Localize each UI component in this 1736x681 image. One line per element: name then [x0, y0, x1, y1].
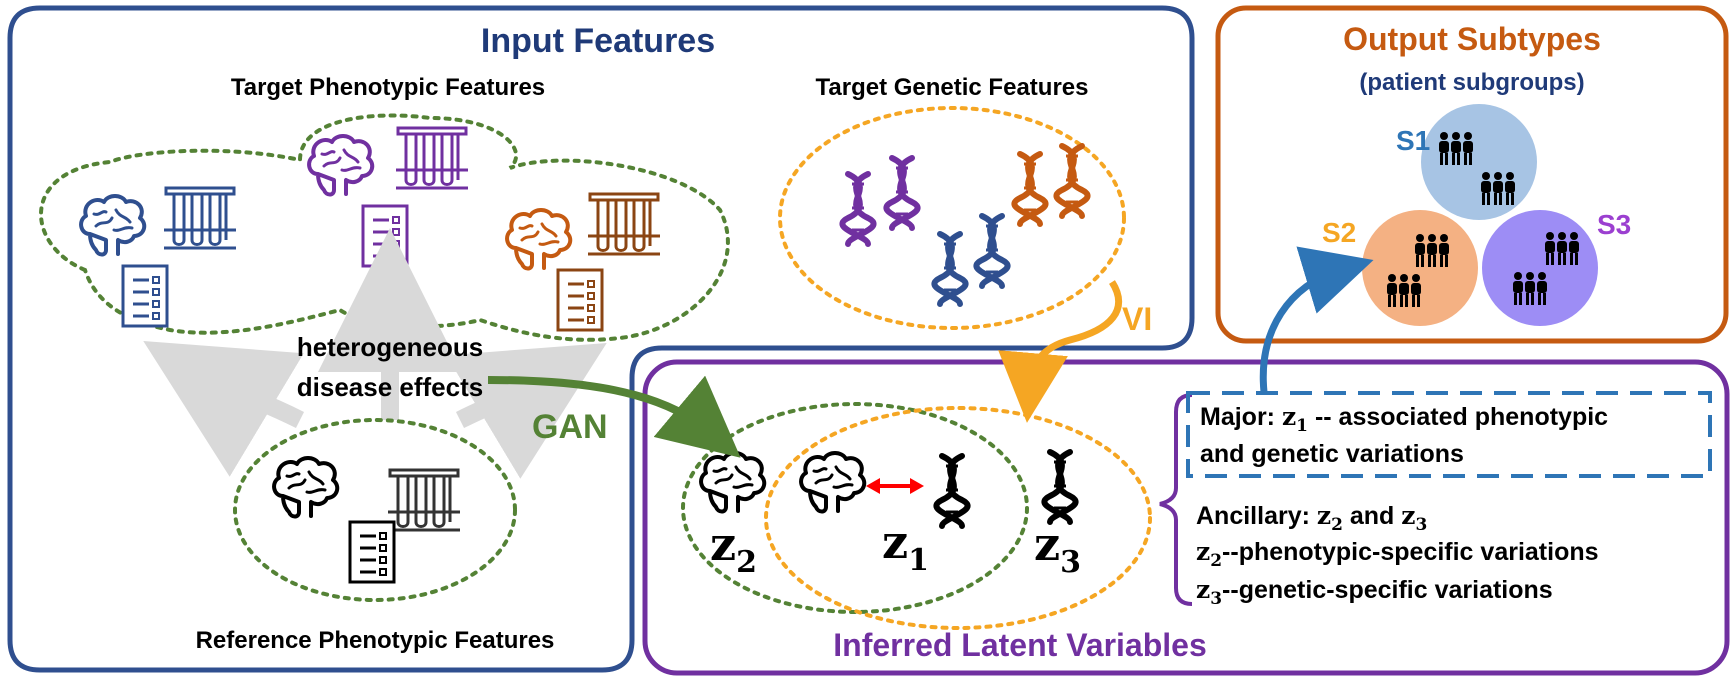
legend-brace: [1159, 393, 1193, 606]
subtype-s1-label: S1: [1396, 125, 1430, 156]
subtype-s3-circle: [1482, 210, 1598, 326]
vi-arrow: [998, 280, 1123, 423]
effects-label-line2: disease effects: [297, 372, 483, 402]
brain-icon: [799, 451, 867, 514]
effects-label-line1: heterogeneous: [297, 332, 483, 362]
phenotypic-latent-ellipse: [681, 402, 1029, 614]
reference-phenotypic-ellipse: [233, 418, 517, 602]
output-subtypes-panel: Output Subtypes (patient subgroups) S1 S…: [1215, 5, 1729, 344]
dna-icon: [1056, 146, 1087, 216]
ancillary-line: Ancillary: z2 and z3: [1196, 501, 1427, 535]
test-tubes-icon: [386, 468, 462, 532]
subtype-s3-label: S3: [1597, 209, 1631, 240]
brain-icon: [699, 451, 767, 514]
major-line1: Major: z1 -- associated phenotypic: [1200, 402, 1608, 436]
z3-label: z3: [1034, 517, 1081, 580]
brain-icon: [307, 134, 375, 197]
checklist-icon: [348, 520, 396, 584]
brain-icon: [79, 194, 147, 257]
genetic-latent-ellipse: [764, 406, 1152, 630]
test-tubes-icon: [586, 192, 662, 256]
dna-icon: [842, 174, 873, 244]
brain-icon: [505, 208, 573, 271]
major-line2: and genetic variations: [1200, 440, 1464, 468]
latent-panel-title: Inferred Latent Variables: [833, 627, 1206, 663]
vi-label: VI: [1122, 301, 1152, 337]
test-tubes-icon: [162, 186, 238, 250]
z3-description: z3--genetic-specific variations: [1196, 575, 1553, 609]
input-panel-title: Input Features: [481, 22, 715, 60]
association-arrow: [866, 478, 924, 494]
effect-arrow-left: [143, 340, 305, 477]
latent-panel-border: [642, 359, 1730, 676]
checklist-icon: [121, 264, 169, 328]
target-genetic-label: Target Genetic Features: [816, 74, 1089, 101]
dna-icon: [936, 456, 967, 526]
checklist-icon: [556, 268, 604, 332]
subtype-s2-label: S2: [1322, 217, 1356, 248]
target-phenotypic-label: Target Phenotypic Features: [231, 74, 545, 101]
subtype-s1-circle: [1421, 104, 1537, 220]
dna-icon: [886, 158, 917, 228]
reference-phenotypic-label: Reference Phenotypic Features: [196, 627, 555, 654]
target-genetic-ellipse: [778, 106, 1126, 330]
checklist-icon: [361, 204, 409, 268]
gan-arrow: [487, 375, 741, 458]
dna-icon: [976, 216, 1007, 286]
subtype-assignment-arrow: [1259, 246, 1374, 393]
brain-icon: [272, 456, 340, 519]
dna-icon: [1014, 154, 1045, 224]
latent-variables-panel: Inferred Latent Variables z2 z1 z3 Major…: [642, 359, 1730, 676]
z2-description: z2--phenotypic-specific variations: [1196, 537, 1599, 571]
major-variable-box: [1186, 391, 1712, 478]
dna-icon: [934, 234, 965, 304]
gan-label: GAN: [532, 408, 608, 446]
output-panel-title: Output Subtypes: [1343, 21, 1601, 57]
input-features-panel: Input Features Target Phenotypic Feature…: [7, 5, 1195, 673]
output-panel-border: [1215, 5, 1729, 344]
z1-label: z1: [882, 515, 929, 578]
test-tubes-icon: [394, 126, 470, 190]
input-panel-border: [7, 5, 1195, 673]
z2-label: z2: [710, 517, 757, 580]
dna-icon: [1044, 452, 1075, 522]
subtype-s2-circle: [1362, 210, 1478, 326]
output-panel-subtitle: (patient subgroups): [1359, 69, 1584, 96]
